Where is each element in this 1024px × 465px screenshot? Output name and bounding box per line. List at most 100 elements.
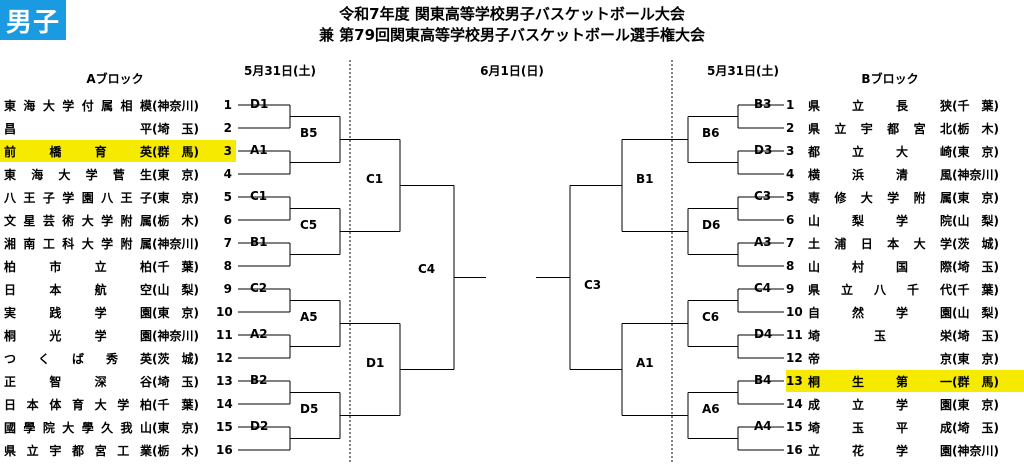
team-name: 文星芸術大学附属 xyxy=(4,213,152,228)
left-r1-slot-C1: C1 xyxy=(250,189,267,203)
team-prefecture: (東 京) xyxy=(952,144,999,159)
team-name: 桐光学園 xyxy=(4,328,152,343)
team-prefecture: (山 梨) xyxy=(952,213,999,228)
team-seed-number: 7 xyxy=(223,236,232,250)
a-team-5: 八王子学園八王子(東 京)5 xyxy=(0,186,236,208)
title-line-1: 令和7年度 関東高等学校男子バスケットボール大会 xyxy=(339,5,685,23)
right-r1-slot-B3: B3 xyxy=(754,97,772,111)
team-prefecture: (山 梨) xyxy=(952,305,999,320)
b-team-7: 7 土浦日本大学(茨 城) xyxy=(786,232,1024,254)
team-seed-number: 11 xyxy=(216,328,233,342)
left-final-slot: C4 xyxy=(418,262,435,276)
team-name: 専修大学附属 xyxy=(808,190,952,205)
left-r1-slot-A1: A1 xyxy=(250,143,268,157)
right-r2-slot-D6: D6 xyxy=(702,218,720,232)
team-name: 帝京 xyxy=(808,351,952,366)
team-seed-number: 8 xyxy=(223,259,232,273)
right-final-slot: C3 xyxy=(584,278,601,292)
right-r2-slot-C6: C6 xyxy=(702,310,719,324)
team-name: 八王子学園八王子 xyxy=(4,190,152,205)
b-team-9: 9 県立八千代(千 葉) xyxy=(786,278,1024,300)
team-prefecture: (群 馬) xyxy=(152,144,199,159)
team-name: 県立八千代 xyxy=(808,282,952,297)
left-r1-slot-D1: D1 xyxy=(250,97,268,111)
team-name: 県立長狭 xyxy=(808,98,952,113)
team-prefecture: (神奈川) xyxy=(152,328,199,343)
team-seed-number: 1 xyxy=(223,98,232,112)
team-seed-number: 5 xyxy=(786,190,795,204)
team-name: 前橋育英 xyxy=(4,144,152,159)
team-seed-number: 9 xyxy=(786,282,795,296)
left-r1-slot-B2: B2 xyxy=(250,373,268,387)
team-name: 桐生第一 xyxy=(808,374,952,389)
team-seed-number: 13 xyxy=(786,374,803,388)
team-seed-number: 7 xyxy=(786,236,795,250)
team-name: 実践学園 xyxy=(4,305,152,320)
a-team-16: 県立宇都宮工業(栃 木)16 xyxy=(0,439,236,461)
day1-left-header: 5月31日(土) xyxy=(243,64,317,78)
a-team-8: 柏市立柏(千 葉)8 xyxy=(0,255,236,277)
team-name: 山梨学院 xyxy=(808,213,952,228)
a-team-9: 日本航空(山 梨)9 xyxy=(0,278,236,300)
team-seed-number: 15 xyxy=(216,420,233,434)
team-seed-number: 11 xyxy=(786,328,803,342)
team-seed-number: 15 xyxy=(786,420,803,434)
team-prefecture: (栃 木) xyxy=(152,443,199,458)
team-prefecture: (東 京) xyxy=(152,167,199,182)
team-prefecture: (群 馬) xyxy=(952,374,999,389)
team-prefecture: (埼 玉) xyxy=(952,328,999,343)
team-seed-number: 3 xyxy=(786,144,795,158)
boys-badge: 男子 xyxy=(0,0,66,40)
team-prefecture: (山 梨) xyxy=(152,282,199,297)
team-seed-number: 2 xyxy=(786,121,795,135)
team-seed-number: 2 xyxy=(223,121,232,135)
team-prefecture: (東 京) xyxy=(152,420,199,435)
team-name: 國學院大學久我山 xyxy=(4,420,152,435)
team-seed-number: 10 xyxy=(786,305,803,319)
left-r1-slot-D2: D2 xyxy=(250,419,268,433)
right-r3-slot-B1: B1 xyxy=(636,172,654,186)
team-name: 埼玉平成 xyxy=(808,420,952,435)
team-seed-number: 5 xyxy=(223,190,232,204)
team-seed-number: 4 xyxy=(786,167,795,181)
a-team-11: 桐光学園(神奈川) 11 xyxy=(0,324,236,346)
team-prefecture: (茨 城) xyxy=(952,236,999,251)
team-seed-number: 10 xyxy=(216,305,233,319)
team-prefecture: (東 京) xyxy=(152,305,199,320)
right-r1-slot-C3: C3 xyxy=(754,189,771,203)
team-name: 都立大崎 xyxy=(808,144,952,159)
team-prefecture: (茨 城) xyxy=(152,351,199,366)
right-r3-slot-A1: A1 xyxy=(636,356,654,370)
a-team-4: 東海大学菅生(東 京)4 xyxy=(0,163,236,185)
team-seed-number: 14 xyxy=(216,397,233,411)
left-r2-slot-C5: C5 xyxy=(300,218,317,232)
team-prefecture: (千 葉) xyxy=(952,98,999,113)
team-name: 昌平 xyxy=(4,121,152,136)
team-name: 土浦日本大学 xyxy=(808,236,952,251)
team-prefecture: (東 京) xyxy=(952,397,999,412)
team-name: 正智深谷 xyxy=(4,374,152,389)
a-team-13: 正智深谷(埼 玉)13 xyxy=(0,370,236,392)
team-prefecture: (千 葉) xyxy=(152,259,199,274)
team-seed-number: 1 xyxy=(786,98,795,112)
right-r1-slot-B4: B4 xyxy=(754,373,772,387)
team-seed-number: 8 xyxy=(786,259,795,273)
team-prefecture: (千 葉) xyxy=(152,397,199,412)
team-name: 山村国際 xyxy=(808,259,952,274)
team-name: つくば秀英 xyxy=(4,351,152,366)
team-prefecture: (栃 木) xyxy=(152,213,199,228)
team-seed-number: 14 xyxy=(786,397,803,411)
day2-header: 6月1日(日) xyxy=(480,64,544,78)
team-prefecture: (千 葉) xyxy=(952,282,999,297)
team-name: 県立宇都宮工業 xyxy=(4,443,152,458)
